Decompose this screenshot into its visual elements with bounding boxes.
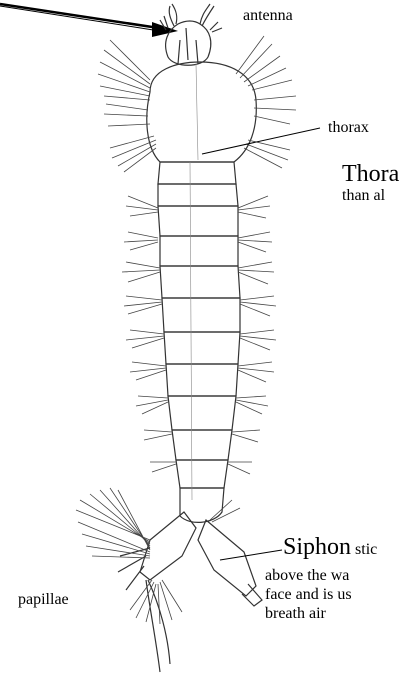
thorax-note-heading: Thora [342, 162, 402, 186]
siphon-line1-rest: stic [355, 541, 377, 558]
siphon-note-line1: Siphon stic [283, 535, 402, 559]
antenna-pointer-arrows [0, 4, 178, 37]
siphon-note-line3: face and is us [265, 587, 402, 603]
thorax-note-text: than al [342, 188, 402, 204]
label-leader-lines [202, 128, 320, 560]
papillae-label: papillae [18, 592, 69, 608]
siphon-note-line2: above the wa [265, 568, 402, 584]
setae-tufts [76, 36, 296, 624]
antenna-label: antenna [243, 8, 293, 24]
thorax-label: thorax [328, 120, 369, 136]
siphon-note-line4: breath air [265, 606, 402, 622]
siphon-heading: Siphon [283, 535, 351, 559]
